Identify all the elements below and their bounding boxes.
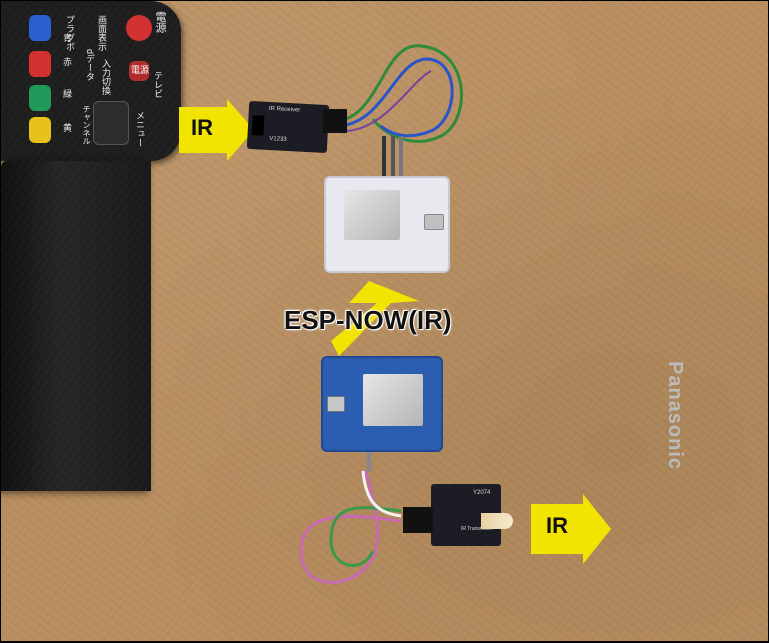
remote-label-tv: テレビ (153, 71, 163, 98)
panasonic-recorder (1, 161, 151, 491)
remote-label-red: 赤 (63, 57, 73, 67)
panasonic-brand: Panasonic (664, 361, 686, 471)
blue-button (29, 15, 51, 41)
esp-now-label: ESP-NOW(IR) (284, 305, 452, 335)
remote-label-prog: プラグボ (65, 15, 75, 51)
transmitter-header-pins (403, 507, 433, 533)
remote-label-data: dデータ (85, 49, 95, 82)
ir-receiver-module: IR Receiver V1233 (246, 100, 330, 154)
remote-label-green: 緑 (63, 89, 73, 99)
remote-label-input: 入力切換 (101, 59, 111, 95)
wire-green-loop-2 (329, 506, 402, 567)
yellow-button (29, 117, 51, 143)
channel-rocker (93, 101, 129, 145)
usb-port-bottom (327, 396, 345, 412)
ir-sensor (251, 115, 265, 136)
ir-arrow-transmitter (531, 494, 611, 564)
esp-module-shield-bottom (363, 374, 423, 426)
green-button (29, 85, 51, 111)
esp-now-arrow (331, 281, 419, 356)
tv-power-button (129, 61, 149, 81)
ir-label-receiver: IR (191, 115, 213, 140)
wire-white (361, 470, 402, 518)
ir-transmitter-code: Y2074 (473, 490, 491, 496)
wire-purple-loop (345, 70, 432, 132)
ir-led (481, 513, 513, 529)
remote-label-yellow: 黄 (63, 123, 73, 133)
esp-module-shield-top (344, 190, 400, 240)
ir-transmitter-label: IR Transmitter (461, 526, 493, 532)
ir-receiver-code: V1233 (269, 136, 287, 143)
red-button (29, 51, 51, 77)
remote-label-screen: 画面表示 (97, 15, 107, 51)
tv-remote-control: プラグボ 画面表示 電源 赤 dデータ 入力切換 電源 テレビ 緑 青 チャンネ… (1, 1, 181, 161)
ir-arrow-receiver (179, 99, 254, 161)
wire-blue-loop (345, 57, 454, 138)
esp-board-white (324, 176, 450, 273)
remote-label-blue: 青 (63, 33, 73, 43)
remote-label-power-main: 電源 (154, 11, 166, 33)
receiver-header-pins (323, 109, 347, 133)
esp-board-blue (321, 356, 443, 452)
wire-pink-loop (299, 470, 402, 584)
ir-receiver-label: IR Receiver (268, 105, 301, 114)
remote-label-channel: チャンネル (82, 105, 91, 145)
usb-port-top (424, 214, 444, 230)
power-button (126, 15, 152, 41)
ir-label-transmitter: IR (546, 513, 568, 538)
remote-label-power: 電源 (131, 65, 150, 75)
remote-label-menu: メニュー (135, 111, 145, 147)
wire-green-loop (345, 44, 463, 143)
